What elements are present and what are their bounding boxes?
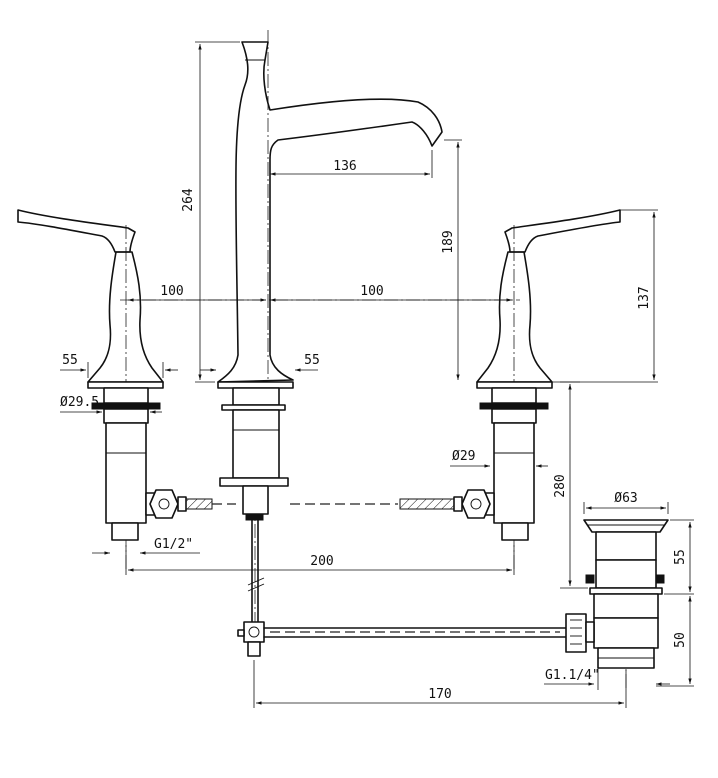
dim-55-waste: 55 <box>673 549 688 565</box>
dim-136: 136 <box>333 159 356 174</box>
right-handle-body <box>476 251 553 383</box>
dim-264: 264 <box>181 188 196 212</box>
left-handle <box>17 209 236 541</box>
dim-55-spout: 55 <box>304 353 320 368</box>
dimensions: 264 136 189 137 100 100 55 55 Ø29.5 Ø29 … <box>60 41 694 708</box>
dim-100-right: 100 <box>360 284 383 299</box>
dim-50-waste: 50 <box>673 632 688 648</box>
center-lines <box>120 30 627 690</box>
dim-g1-1-4: G1.1/4" <box>545 668 600 683</box>
left-lever <box>17 209 136 253</box>
dim-dia-63: Ø63 <box>614 491 637 506</box>
dim-137: 137 <box>637 286 652 309</box>
spout-body <box>217 41 443 383</box>
dim-200: 200 <box>310 554 333 569</box>
dim-170: 170 <box>428 687 451 702</box>
popup-rod <box>237 621 567 657</box>
dim-55-handle: 55 <box>62 353 78 368</box>
right-handle <box>290 209 621 541</box>
dim-100-left: 100 <box>160 284 183 299</box>
dim-g1-2: G1/2" <box>154 537 193 552</box>
right-lever <box>504 209 621 253</box>
dim-dia-29: Ø29 <box>452 449 475 464</box>
dim-189: 189 <box>441 230 456 253</box>
left-handle-body <box>87 251 164 383</box>
pop-up-waste <box>565 519 669 669</box>
dim-dia-29-5: Ø29.5 <box>60 395 99 410</box>
dim-280: 280 <box>553 474 568 497</box>
spout <box>217 41 443 641</box>
